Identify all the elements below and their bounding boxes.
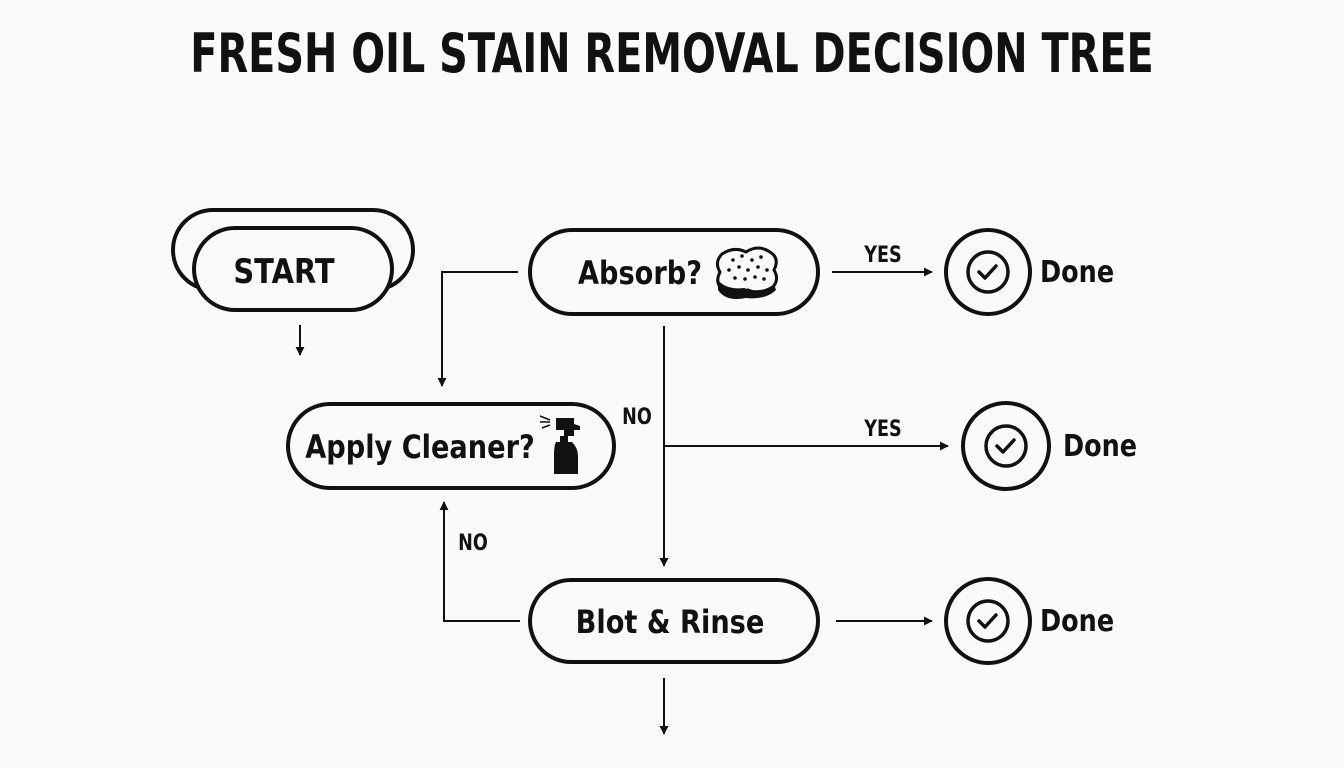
spray-bottle-icon [539,415,580,474]
sponge-icon [715,246,779,299]
done-node-3: Done [944,577,1114,665]
done-label-1: Done [1040,254,1114,290]
done-node-2: Done [961,401,1137,491]
done-label-2: Done [1063,428,1137,464]
blot-no-label: NO [458,530,488,555]
absorb-node: Absorb? [528,228,820,316]
branch-yes-label: YES [863,416,901,441]
absorb-yes-label: YES [863,242,901,267]
absorb-no-label: NO [622,404,652,429]
blot-rinse-label: Blot & Rinse [576,604,765,642]
start-node: START [171,208,415,312]
apply-cleaner-label: Apply Cleaner? [305,429,535,467]
apply-cleaner-node: Apply Cleaner? [286,402,616,490]
absorb-label: Absorb? [578,255,702,293]
blot-no-connector [439,501,520,622]
done-label-3: Done [1040,603,1114,639]
start-label: START [233,253,335,292]
check-circle-icon [966,599,1010,643]
blot-rinse-node: Blot & Rinse [528,578,820,664]
check-circle-icon [984,424,1028,468]
absorb-to-cleaner-connector [437,271,518,387]
check-circle-icon [966,250,1010,294]
done-node-1: Done [944,228,1114,316]
diagram-title: FRESH OIL STAIN REMOVAL DECISION TREE [190,22,1154,85]
